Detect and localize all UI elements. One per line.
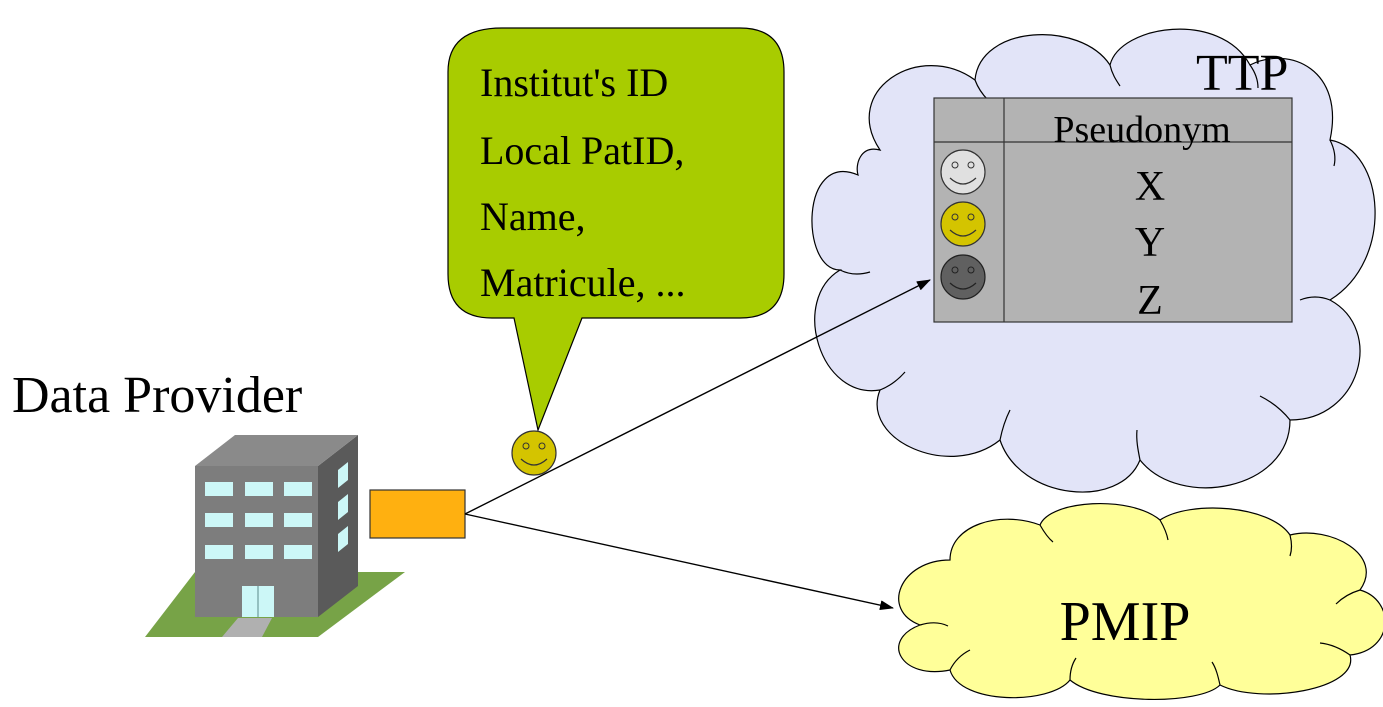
patient-face-icon-z (940, 254, 986, 300)
data-packet (369, 489, 466, 539)
bubble-line-2: Local PatID, (480, 128, 684, 173)
patient-face-icon-x (940, 149, 986, 195)
table-header-pseudonym: Pseudonym (1053, 109, 1230, 151)
pseudonym-y: Y (1135, 220, 1165, 266)
building-icon (145, 435, 405, 637)
speech-bubble (447, 27, 785, 433)
pmip-label: PMIP (1060, 591, 1191, 653)
bubble-line-1: Institut's ID (480, 60, 668, 105)
pseudonym-z: Z (1137, 278, 1163, 324)
pseudonym-x: X (1135, 164, 1165, 210)
arrow-to-ttp (464, 279, 931, 515)
arrow-to-pmip (464, 513, 894, 611)
data-provider-label: Data Provider (12, 367, 302, 424)
patient-face-icon (511, 430, 557, 476)
bubble-line-4: Matricule, ... (480, 260, 686, 305)
patient-face-icon-y (940, 201, 986, 247)
ttp-label: TTP (1196, 45, 1288, 102)
bubble-line-3: Name, (480, 194, 586, 239)
pmip-cloud (898, 502, 1383, 701)
pseudonym-table: Pseudonym X Y Z (933, 97, 1293, 324)
